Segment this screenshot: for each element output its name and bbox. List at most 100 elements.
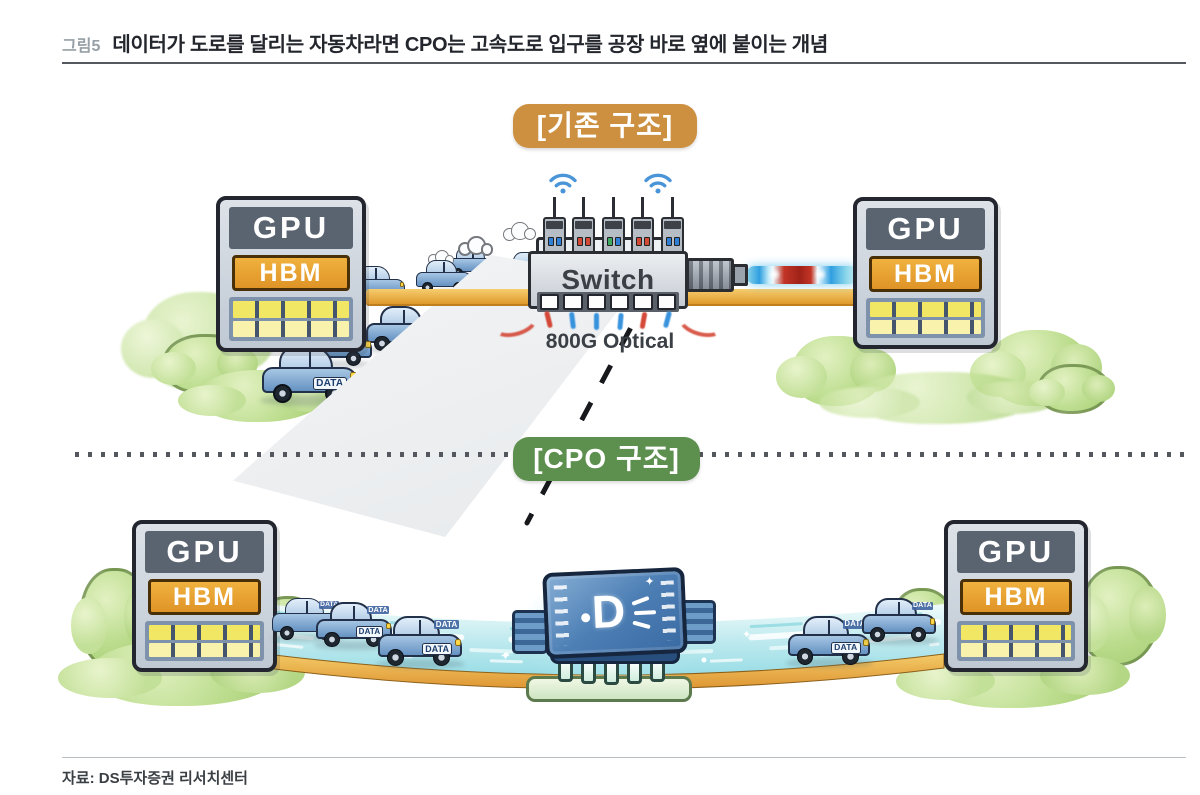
- chip-logo-d: D: [590, 584, 627, 638]
- gpu-label: GPU: [229, 207, 353, 249]
- bush: [818, 372, 1060, 424]
- car-wheel: [324, 632, 340, 648]
- wifi-icon: [644, 173, 672, 194]
- sparkle-icon: ✦: [742, 629, 752, 641]
- antenna: [582, 197, 585, 218]
- exhaust-smoke-icon: [503, 222, 538, 243]
- car-shadow: [376, 658, 466, 669]
- hbm-label: HBM: [869, 256, 982, 292]
- car-headlight: [454, 639, 461, 647]
- transceiver-module: [631, 217, 654, 253]
- smoke-puff: [480, 242, 494, 256]
- hbm-label: HBM: [960, 579, 1072, 615]
- footer-rule: [62, 757, 1186, 758]
- antenna: [641, 197, 644, 218]
- gpu-label: GPU: [957, 531, 1075, 573]
- car-wheel: [272, 383, 292, 404]
- window-row: [149, 625, 260, 640]
- car-license-plate: DATA: [355, 626, 384, 638]
- gpu-label: GPU: [866, 208, 985, 250]
- car-headlight: [400, 281, 405, 287]
- port: [563, 294, 583, 310]
- car-shadow: [260, 394, 362, 407]
- data-car: DATA DATA: [314, 602, 396, 650]
- chip-logo-ray: [633, 610, 657, 616]
- led: [643, 237, 650, 246]
- exhaust-smoke-icon: [458, 236, 496, 259]
- gpu-label: GPU: [145, 531, 264, 573]
- cpo-structure-badge: [CPO 구조]: [513, 437, 700, 481]
- car-data-tag: DATA: [434, 619, 459, 630]
- wifi-icon: [549, 173, 577, 194]
- car-data-tag: DATA: [366, 604, 390, 614]
- car-wheel: [910, 627, 926, 643]
- optical-beam: [662, 310, 673, 329]
- car-wheel: [797, 648, 814, 665]
- window-row: [149, 642, 260, 657]
- car-headlight: [863, 638, 870, 646]
- gpu-building-bottom-left: GPU HBM: [132, 520, 277, 672]
- led: [547, 237, 554, 246]
- figure-header: 그림5 데이터가 도로를 달리는 자동차라면 CPO는 고속도로 입구를 공장 …: [62, 28, 1186, 57]
- car-data-tag: DATA: [843, 618, 867, 629]
- chip-logo-ray: [632, 620, 651, 630]
- building-windows: [957, 621, 1075, 661]
- port: [609, 294, 630, 310]
- car-data-tag: DATA: [318, 601, 340, 609]
- led: [614, 237, 621, 246]
- car-shadow: [860, 635, 939, 645]
- window-row: [870, 302, 981, 317]
- smoke-puff: [524, 228, 536, 241]
- led: [584, 237, 591, 246]
- data-car: DATA DATA: [786, 616, 874, 668]
- figure-number: 그림5: [62, 38, 101, 55]
- car-license-plate: DATA: [830, 642, 861, 655]
- data-car: DATA DATA: [376, 616, 466, 669]
- transceiver-module: [543, 217, 566, 253]
- chip-logo-ray: [631, 595, 650, 606]
- gpu-building-top-left: GPU HBM: [216, 196, 366, 352]
- port: [656, 294, 676, 310]
- car-wheel: [387, 649, 405, 666]
- car-headlight: [365, 341, 372, 349]
- antenna: [671, 197, 674, 218]
- hbm-label: HBM: [148, 579, 261, 615]
- bush: [1069, 566, 1166, 666]
- transceiver-module: [572, 217, 595, 253]
- hbm-label: HBM: [232, 255, 350, 291]
- window-row: [870, 319, 981, 334]
- cable-tip: [732, 264, 748, 286]
- window-row: [961, 642, 1071, 657]
- bush: [57, 640, 305, 706]
- car-data-tag: DATA: [911, 601, 934, 610]
- cable-connector: [686, 258, 734, 292]
- chip-connector-left: [512, 610, 548, 654]
- led: [665, 237, 672, 246]
- led: [555, 237, 562, 246]
- antenna: [612, 197, 615, 218]
- data-car: DATA: [860, 598, 939, 645]
- figure-source: 자료: DS투자증권 리서치센터: [62, 770, 248, 787]
- chip-logo-dot: [580, 613, 591, 623]
- window-row: [233, 301, 349, 318]
- optical-label: 800G Optical: [545, 330, 675, 353]
- transceiver-module: [661, 217, 684, 253]
- window-row: [233, 320, 349, 337]
- sparkle-icon: ✦: [644, 574, 655, 589]
- transceiver-module: [602, 217, 625, 253]
- building-windows: [229, 297, 353, 341]
- car-shadow: [314, 640, 396, 650]
- car-headlight: [929, 618, 936, 625]
- bush: [1029, 364, 1115, 414]
- gpu-building-bottom-right: GPU HBM: [944, 520, 1088, 672]
- window-row: [961, 625, 1071, 640]
- optical-beam: [639, 311, 648, 330]
- fiber-light-beam: [746, 266, 858, 284]
- traditional-structure-badge: [기존 구조]: [513, 104, 697, 148]
- cpo-chip: D ✦: [542, 566, 688, 660]
- led: [635, 237, 642, 246]
- building-windows: [866, 298, 985, 338]
- switch-ports: [537, 292, 679, 312]
- car-license-plate: DATA: [422, 642, 453, 656]
